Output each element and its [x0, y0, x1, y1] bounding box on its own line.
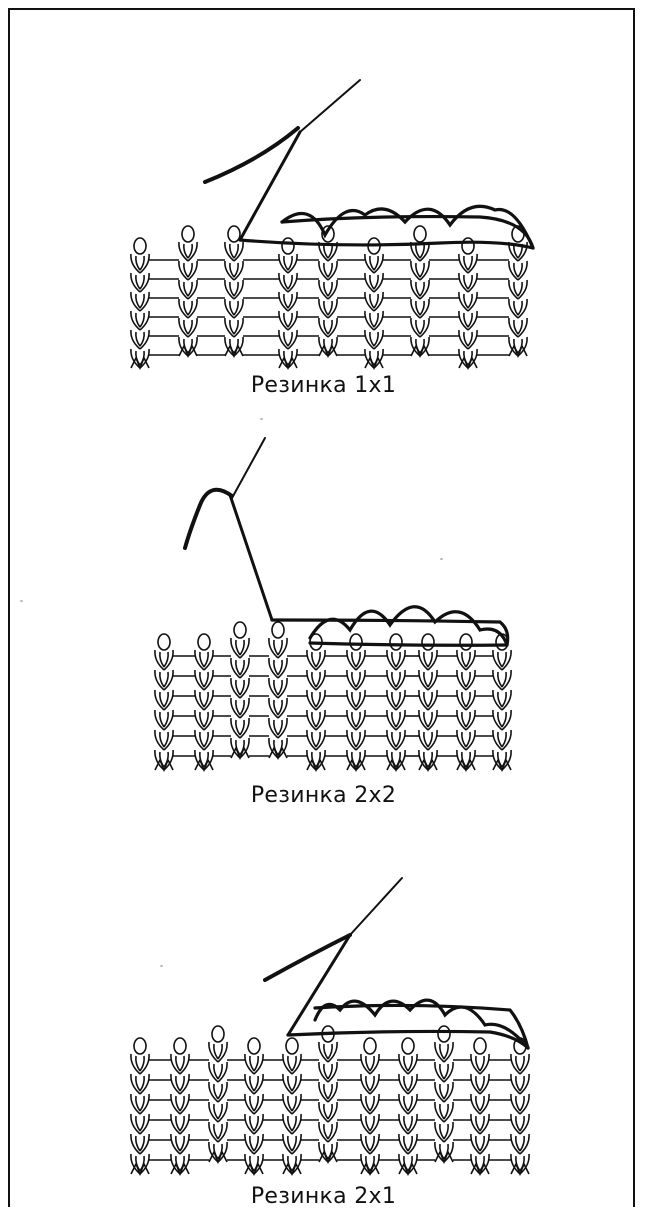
caption-rib-1x1: Резинка 1x1 — [10, 373, 637, 398]
stitch-column — [457, 634, 475, 770]
stitch-column — [195, 634, 213, 770]
stitch-column — [283, 1038, 301, 1174]
rib-2x2-illustration — [10, 410, 637, 810]
stitch-column — [209, 1026, 227, 1162]
panel-rib-1x1: Резинка 1x1 — [10, 10, 637, 410]
stitch-column — [225, 226, 243, 356]
stitch-column — [347, 634, 365, 770]
needle — [185, 438, 272, 620]
stitch-column — [387, 634, 405, 770]
stitch-column — [231, 622, 249, 758]
stitch-column — [319, 1026, 337, 1162]
sewing-yarn — [240, 206, 533, 248]
paper-speck — [160, 965, 163, 967]
stitch-column — [279, 238, 297, 368]
caption-rib-2x2: Резинка 2x2 — [10, 783, 637, 808]
stitch-column — [361, 1038, 379, 1174]
stitch-column — [399, 1038, 417, 1174]
paper-speck — [440, 558, 443, 560]
stitch-column — [471, 1038, 489, 1174]
knit-fabric — [131, 1026, 529, 1174]
panel-rib-2x1: Резинка 2x1 — [10, 810, 637, 1209]
needle — [265, 878, 402, 1035]
stitch-column — [511, 1038, 529, 1174]
stitch-column — [435, 1026, 453, 1162]
paper-speck — [20, 600, 23, 602]
panel-rib-2x2: Резинка 2x2 — [10, 410, 637, 810]
stitch-column — [493, 634, 511, 770]
knit-fabric — [131, 226, 527, 368]
stitch-column — [419, 634, 437, 770]
rib-2x1-illustration — [10, 810, 637, 1209]
needle — [205, 80, 360, 240]
caption-rib-2x1: Резинка 2x1 — [10, 1184, 637, 1209]
stitch-column — [307, 634, 325, 770]
stitch-column — [131, 1038, 149, 1174]
stitch-column — [155, 634, 173, 770]
paper-speck — [260, 418, 263, 420]
stitch-column — [459, 238, 477, 368]
stitch-column — [365, 238, 383, 368]
stitch-column — [245, 1038, 263, 1174]
figure-frame: Резинка 1x1 Резинка 2x2 — [8, 8, 635, 1207]
stitch-column — [269, 622, 287, 758]
stitch-column — [179, 226, 197, 356]
stitch-column — [171, 1038, 189, 1174]
rib-1x1-illustration — [10, 10, 637, 410]
stitch-column — [131, 238, 149, 368]
